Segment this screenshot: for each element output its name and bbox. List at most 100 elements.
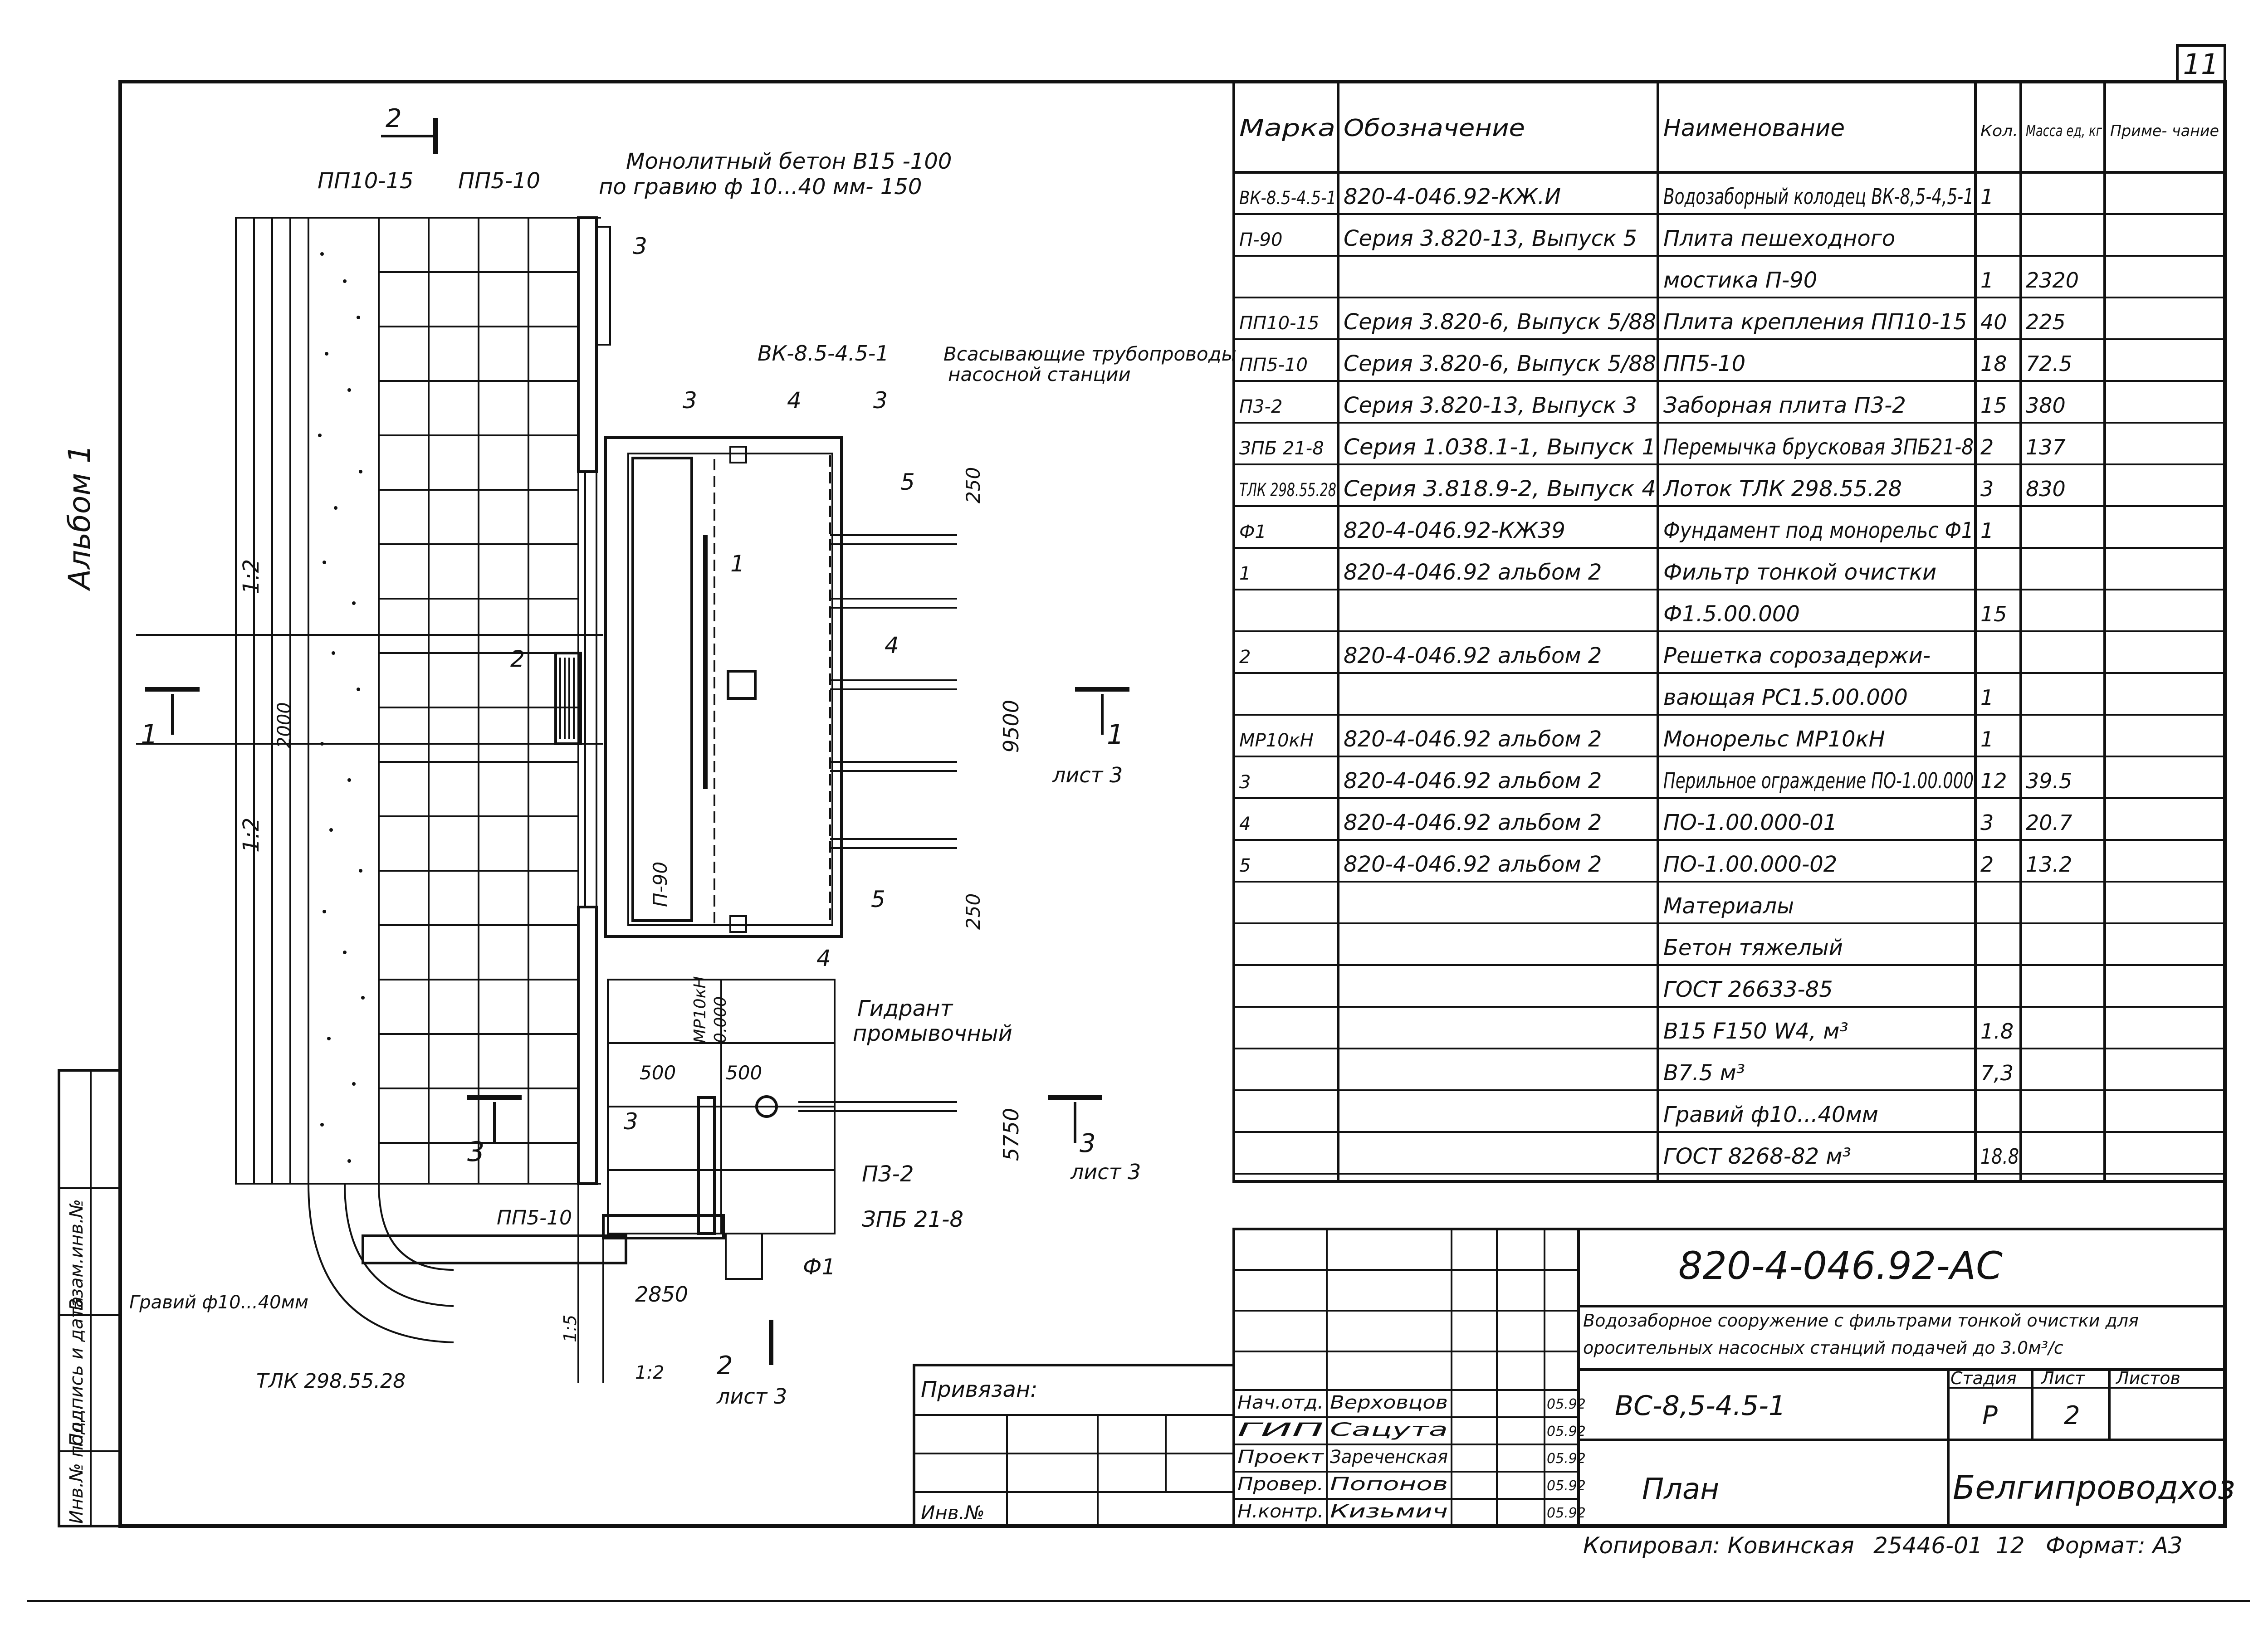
spec-cell-r0-c1: 820-4-046.92-КЖ.И bbox=[1344, 184, 1561, 210]
svg-text:3: 3 bbox=[467, 1136, 484, 1168]
label-dim-500-left: 500 bbox=[640, 1062, 676, 1084]
callout-3-well-left: 3 bbox=[683, 387, 697, 414]
role-name-3: Попонов bbox=[1330, 1474, 1448, 1495]
spec-cell-r7-c2: Лоток ТЛК 298.55.28 bbox=[1662, 476, 1902, 502]
spec-cell-r4-c2: ПП5-10 bbox=[1663, 351, 1745, 376]
header-designation: Обозначение bbox=[1344, 115, 1525, 142]
spec-cell-r16-c4: 13.2 bbox=[2026, 852, 2072, 877]
label-dim-5750: 5750 bbox=[999, 1108, 1023, 1161]
callout-4-top: 4 bbox=[787, 387, 802, 414]
role-role-0: Нач.отд. bbox=[1237, 1392, 1324, 1413]
role-date-4: 05.92 bbox=[1547, 1505, 1586, 1521]
spec-cell-r4-c1: Серия 3.820-6, Выпуск 5/88 bbox=[1344, 351, 1656, 376]
spec-cell-r0-c2: Водозаборный колодец ВК-8,5-4,5-1 bbox=[1663, 184, 1974, 210]
spec-cell-r1-c1: Серия 3.820-13, Выпуск 5 bbox=[1344, 226, 1637, 251]
spec-cell-r16-c3: 2 bbox=[1980, 852, 1994, 877]
role-name-1: Сацута bbox=[1330, 1419, 1448, 1440]
label-dim-250-bottom: 250 bbox=[962, 893, 984, 930]
spec-cell-r15-c3: 3 bbox=[1980, 810, 1994, 835]
spec-cell-r13-c2: Монорельс МР10кН bbox=[1663, 727, 1885, 752]
spec-cell-r1-c2: Плита пешеходного bbox=[1663, 226, 1895, 251]
svg-text:1: 1 bbox=[141, 719, 158, 751]
organization: Белгипроводхоз bbox=[1953, 1468, 2235, 1507]
callout-1: 1 bbox=[730, 551, 745, 577]
stamp-inv-podl: Инв.№ подл. bbox=[66, 1405, 87, 1524]
title-block: 820-4-046.92-АС Водозаборное сооружение … bbox=[913, 1228, 2235, 1527]
slope-band bbox=[235, 217, 309, 1185]
spec-cell-r14-c0: 3 bbox=[1239, 772, 1251, 793]
label-slope-upper: 1:2 bbox=[239, 559, 264, 594]
intake-well bbox=[604, 436, 843, 938]
role-role-1: ГИП bbox=[1237, 1419, 1324, 1440]
spec-cell-r8-c0: Ф1 bbox=[1239, 522, 1266, 542]
spec-cell-r18-c2: Бетон тяжелый bbox=[1663, 935, 1843, 961]
label-slope-side: 1:5 bbox=[560, 1315, 580, 1342]
gravel-band bbox=[308, 217, 380, 1185]
callout-5-bottom: 5 bbox=[871, 886, 885, 912]
spec-cell-r11-c2: Решетка сорозадержи- bbox=[1663, 643, 1931, 668]
stamp-signature-date: Подпись и дата bbox=[66, 1297, 87, 1447]
inv-label: Инв.№ bbox=[921, 1502, 985, 1524]
sheets-header: Листов bbox=[2115, 1368, 2180, 1388]
role-name-2: Зареченская bbox=[1330, 1447, 1448, 1468]
sheet-name: План bbox=[1642, 1473, 1719, 1506]
svg-text:лист 3: лист 3 bbox=[716, 1384, 787, 1409]
spec-cell-r17-c2: Материалы bbox=[1663, 893, 1794, 919]
role-name-4: Кизьмич bbox=[1330, 1501, 1448, 1522]
sheet-number: 11 bbox=[2183, 48, 2219, 81]
label-suction-1: Всасывающие трубопроводы bbox=[943, 343, 1237, 365]
spec-cell-r4-c3: 18 bbox=[1980, 351, 2007, 376]
role-name-0: Верховцов bbox=[1330, 1392, 1448, 1413]
spec-cell-r5-c4: 380 bbox=[2026, 393, 2066, 418]
label-f1: Ф1 bbox=[803, 1254, 836, 1280]
lower-plates bbox=[607, 979, 836, 1235]
label-p3-2: П3-2 bbox=[862, 1161, 914, 1187]
section-marker-2-bottom: 2 лист 3 bbox=[716, 1320, 787, 1409]
header-mark: Марка bbox=[1239, 115, 1335, 142]
spec-cell-r6-c3: 2 bbox=[1980, 435, 1994, 459]
label-monolith-2: по гравию ф 10...40 мм- 150 bbox=[599, 174, 922, 200]
spec-cell-r15-c4: 20.7 bbox=[2026, 810, 2072, 835]
sheet-value: 2 bbox=[2064, 1401, 2080, 1430]
document-code: 820-4-046.92-АС bbox=[1678, 1244, 2003, 1288]
stage-value: Р bbox=[1982, 1401, 1998, 1430]
spec-cell-r3-c0: ПП10-15 bbox=[1239, 313, 1319, 334]
role-date-0: 05.92 bbox=[1547, 1396, 1586, 1412]
label-hydrant-1: Гидрант bbox=[857, 996, 953, 1021]
spec-cell-r16-c1: 820-4-046.92 альбом 2 bbox=[1344, 852, 1602, 877]
header-note: Приме- чание bbox=[2110, 122, 2219, 140]
label-gravel: Гравий ф10...40мм bbox=[129, 1292, 308, 1313]
side-stamp: Инв.№ подл. Подпись и дата Взам.инв.№ bbox=[58, 1069, 122, 1527]
sheet-header: Лист bbox=[2040, 1368, 2086, 1388]
label-slope-lower: 1:2 bbox=[239, 818, 264, 853]
description-line2: оросительных насосных станций подачей до… bbox=[1583, 1338, 2063, 1358]
spec-cell-r14-c1: 820-4-046.92 альбом 2 bbox=[1344, 768, 1602, 794]
stage-header: Стадия bbox=[1950, 1368, 2017, 1388]
order-number: 25446-01 bbox=[1873, 1532, 1983, 1559]
spec-cell-r12-c2: вающая РС1.5.00.000 bbox=[1663, 685, 1908, 710]
role-role-2: Проект bbox=[1237, 1447, 1325, 1468]
spec-cell-r5-c3: 15 bbox=[1980, 393, 2007, 418]
spec-cell-r14-c4: 39.5 bbox=[2026, 769, 2072, 793]
spec-cell-r7-c3: 3 bbox=[1980, 477, 1994, 501]
callout-4-bottom: 4 bbox=[816, 945, 831, 971]
spec-cell-r20-c3: 1.8 bbox=[1980, 1019, 2014, 1044]
description-line1: Водозаборное сооружение с фильтрами тонк… bbox=[1583, 1311, 2139, 1331]
spec-cell-r14-c2: Перильное ограждение ПО-1.00.000 bbox=[1663, 768, 1974, 794]
spec-cell-r0-c3: 1 bbox=[1980, 185, 1994, 209]
spec-cell-r6-c4: 137 bbox=[2026, 435, 2066, 459]
spec-cell-r22-c2: Гравий ф10...40мм bbox=[1663, 1102, 1878, 1127]
page-number: 12 bbox=[1996, 1532, 2025, 1559]
label-suction-2: насосной станции bbox=[948, 363, 1131, 385]
label-dim-250-top: 250 bbox=[962, 467, 984, 503]
spec-cell-r19-c2: ГОСТ 26633-85 bbox=[1663, 977, 1833, 1002]
callout-2: 2 bbox=[510, 646, 525, 672]
copied-by: Копировал: Ковинская bbox=[1583, 1532, 1854, 1559]
section-marker-2-top: 2 bbox=[381, 104, 438, 154]
label-slope-bottom: 1:2 bbox=[635, 1362, 664, 1383]
spec-cell-r6-c1: Серия 1.038.1-1, Выпуск 1 bbox=[1344, 434, 1656, 460]
role-date-3: 05.92 bbox=[1547, 1478, 1586, 1494]
bottom-structures bbox=[308, 1183, 763, 1383]
